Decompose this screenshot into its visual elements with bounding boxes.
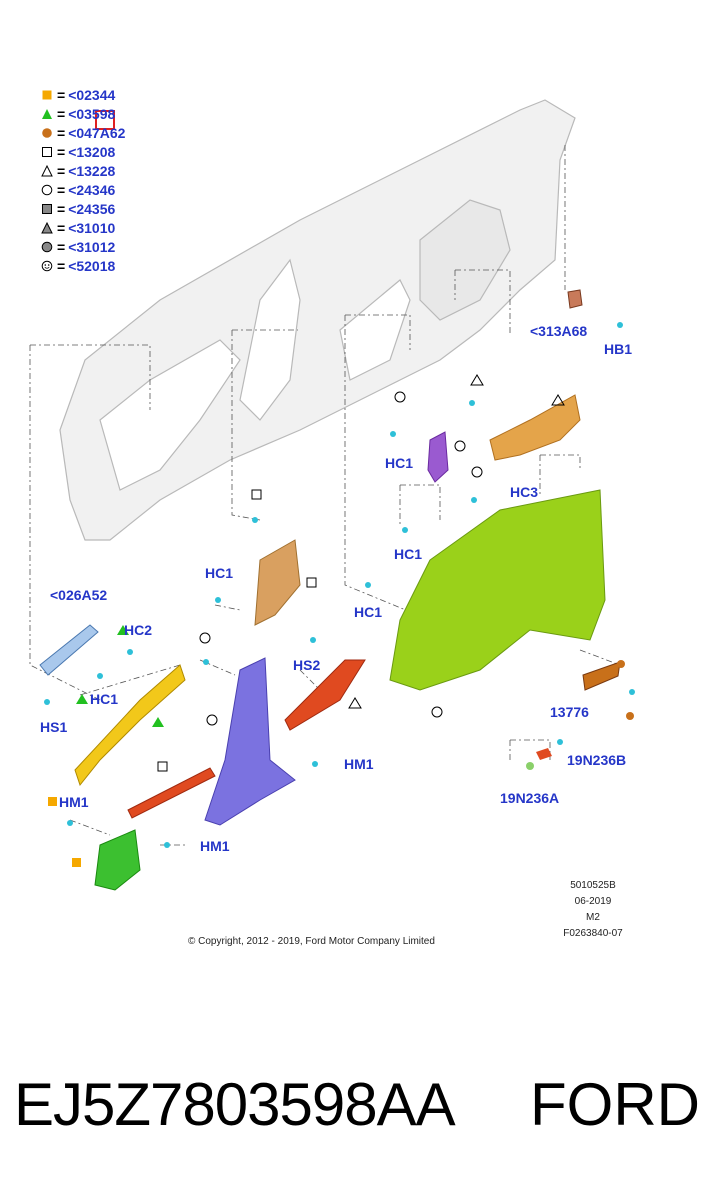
upper-quarter-trim <box>489 394 581 461</box>
filled-circle-icon <box>40 126 54 140</box>
selection-highlight <box>95 110 115 130</box>
legend-code: <13228 <box>68 162 116 179</box>
legend-code: <31010 <box>68 219 116 236</box>
legend-equals: = <box>57 200 66 217</box>
legend-equals: = <box>57 257 66 274</box>
hollow-circle-icon <box>40 183 54 197</box>
scuff-bracket <box>39 624 99 676</box>
hatched-circle-icon <box>40 240 54 254</box>
legend-equals: = <box>57 181 66 198</box>
symbol-legend: =<02344=<03598=<047A62=<13208=<13228=<24… <box>40 85 125 275</box>
smiley-icon <box>40 259 54 273</box>
rear-sill-plate <box>284 659 366 731</box>
clip-19n236a <box>526 762 534 770</box>
legend-code: <13208 <box>68 143 116 160</box>
quarter-trim-panel <box>389 489 606 691</box>
callout-026a52: <026A52 <box>50 587 108 603</box>
legend-equals: = <box>57 219 66 236</box>
legend-equals: = <box>57 105 66 122</box>
legend-row: =<24346 <box>40 180 125 199</box>
drawing-ref-line4: F0263840-07 <box>563 928 623 939</box>
legend-equals: = <box>57 143 66 160</box>
legend-equals: = <box>57 238 66 255</box>
legend-equals: = <box>57 162 66 179</box>
hollow-triangle-icon <box>40 164 54 178</box>
callout-hm1-bottom: HM1 <box>200 838 230 854</box>
copyright-notice: © Copyright, 2012 - 2019, Ford Motor Com… <box>188 936 435 947</box>
callout-hc1-b: HC1 <box>205 565 234 581</box>
b-pillar-trim <box>204 657 296 826</box>
brand-name: FORD <box>530 1071 700 1138</box>
front-sill-plate <box>127 767 216 819</box>
hollow-square-icon <box>40 145 54 159</box>
legend-row: =<31010 <box>40 218 125 237</box>
legend-row: =<31012 <box>40 237 125 256</box>
legend-row: =<13228 <box>40 161 125 180</box>
legend-code: <047A62 <box>68 124 126 141</box>
parts-diagram: =<02344=<03598=<047A62=<13208=<13228=<24… <box>29 85 635 947</box>
legend-code: <03598 <box>68 105 116 122</box>
callout-hc1-c: HC1 <box>354 604 383 620</box>
part-number: EJ5Z7803598AA <box>14 1071 456 1138</box>
callout-hc1-purple: HC1 <box>385 455 414 471</box>
bracket-313a68 <box>567 289 583 309</box>
callout-19n236b: 19N236B <box>567 752 627 768</box>
callout-hm1-left: HM1 <box>59 794 89 810</box>
callout-hc2: HC2 <box>124 622 153 638</box>
filled-triangle-icon <box>40 107 54 121</box>
drawing-ref-line2: 06-2019 <box>574 896 612 907</box>
legend-equals: = <box>57 124 66 141</box>
legend-equals: = <box>57 86 66 103</box>
body-side-frame <box>59 99 576 541</box>
hatched-triangle-icon <box>40 221 54 235</box>
legend-row: =<52018 <box>40 256 125 275</box>
clip-19n236b <box>536 748 552 760</box>
callout-hs1: HS1 <box>40 719 68 735</box>
callout-19n236a: 19N236A <box>500 790 560 806</box>
legend-row: =<13208 <box>40 142 125 161</box>
filled-square-icon <box>40 88 54 102</box>
coat-hook-cover <box>427 431 449 483</box>
legend-row: =<047A62 <box>40 123 125 142</box>
marker-glyphs <box>48 374 634 867</box>
drawing-ref-line1: 5010525B <box>570 880 616 891</box>
drawing-ref-line3: M2 <box>586 912 600 923</box>
exploded-view-drawing <box>29 99 635 891</box>
callout-hc3: HC3 <box>510 484 539 500</box>
legend-row: =<03598 <box>40 104 125 123</box>
legend-row: =<02344 <box>40 85 125 104</box>
legend-code: <24356 <box>68 200 116 217</box>
callout-hm1-right: HM1 <box>344 756 374 772</box>
c-pillar-trim <box>254 539 301 626</box>
callout-hs2: HS2 <box>293 657 321 673</box>
fastener-dots <box>44 322 635 848</box>
a-pillar-lower-trim <box>74 664 186 787</box>
legend-row: =<24356 <box>40 199 125 218</box>
hatched-square-icon <box>40 202 54 216</box>
legend-code: <02344 <box>68 86 116 103</box>
assembly-guides <box>29 145 621 846</box>
callout-313a68: <313A68 <box>530 323 588 339</box>
callout-13776: 13776 <box>550 704 589 720</box>
callout-hb1: HB1 <box>604 341 633 357</box>
legend-code: <31012 <box>68 238 116 255</box>
callout-hc1-mid: HC1 <box>394 546 423 562</box>
legend-code: <52018 <box>68 257 116 274</box>
anchor-cover <box>582 661 621 691</box>
callout-hc1-left: HC1 <box>90 691 119 707</box>
legend-code: <24346 <box>68 181 116 198</box>
cowl-side-trim <box>94 829 141 891</box>
